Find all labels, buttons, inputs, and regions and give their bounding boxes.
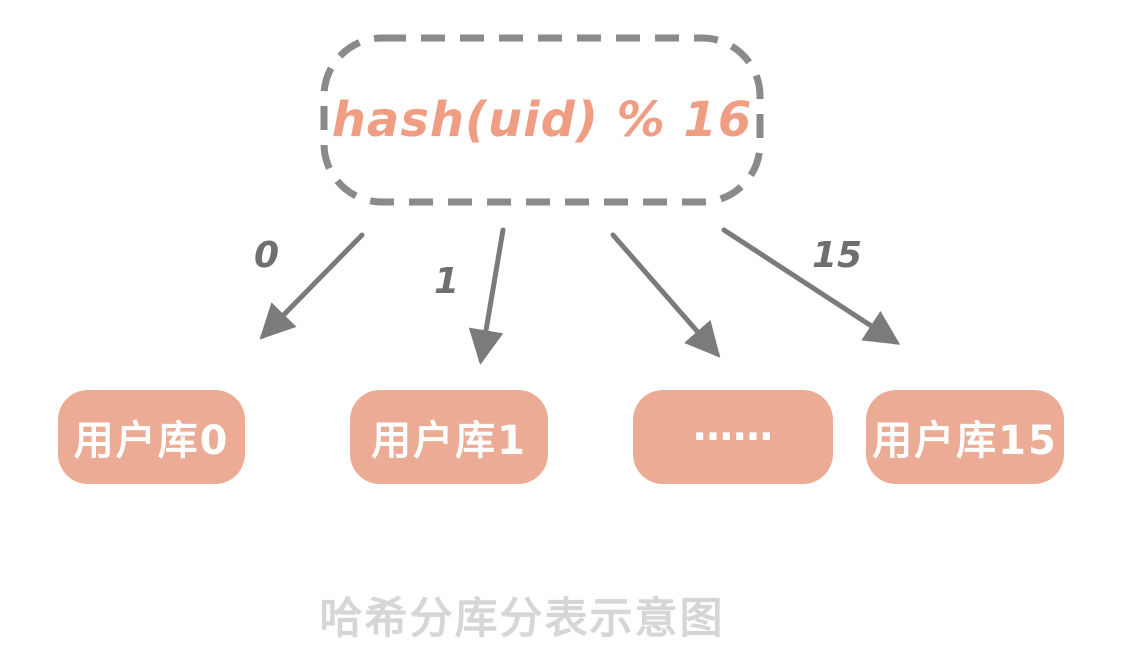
arrow-label-0: 0 bbox=[254, 235, 280, 276]
arrow-label-15: 15 bbox=[812, 235, 863, 276]
shard-box-ellipsis: …… bbox=[633, 390, 833, 484]
shard-label: 用户库1 bbox=[371, 418, 527, 464]
arrow-to-shard-ellipsis bbox=[610, 232, 721, 358]
diagram-caption: 哈希分库分表示意图 bbox=[319, 594, 725, 644]
shard-box-user-db-0: 用户库0 bbox=[58, 390, 245, 484]
arrow-to-shard-1 bbox=[468, 227, 506, 365]
arrow-label-1: 1 bbox=[434, 261, 460, 302]
arrow-to-shard-15 bbox=[721, 227, 901, 345]
shard-label: 用户库0 bbox=[73, 418, 230, 464]
hash-node-label: hash(uid) % 16 bbox=[331, 92, 753, 148]
shard-label: 用户库15 bbox=[872, 418, 1058, 464]
shard-box-user-db-15: 用户库15 bbox=[866, 390, 1064, 484]
shard-box-user-db-1: 用户库1 bbox=[350, 390, 548, 484]
shard-label: …… bbox=[693, 404, 773, 450]
